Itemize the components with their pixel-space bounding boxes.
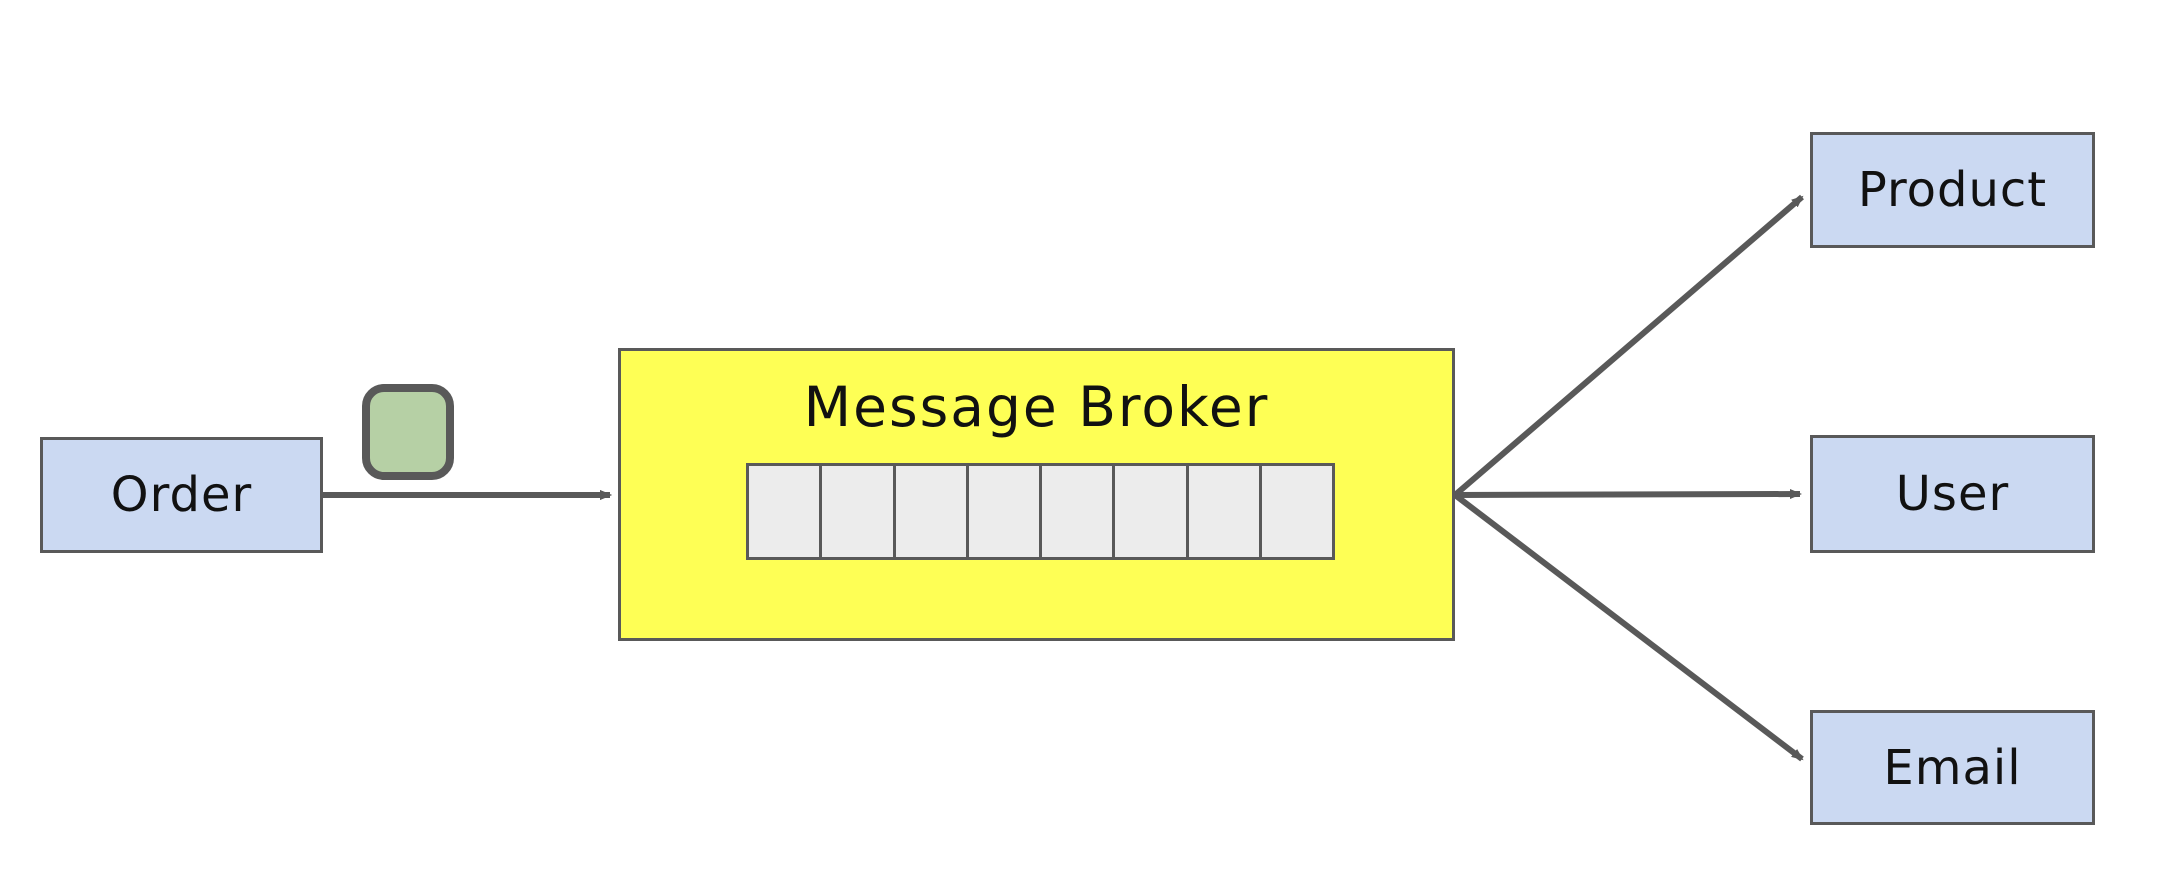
node-product: Product — [1810, 132, 2095, 248]
node-email-label: Email — [1883, 739, 2022, 796]
message-broker-label: Message Broker — [803, 375, 1270, 439]
queue-slot — [1188, 466, 1259, 557]
queue-slot — [822, 466, 893, 557]
queue-slot — [1042, 466, 1113, 557]
node-order-label: Order — [110, 467, 253, 523]
queue-slot — [749, 466, 820, 557]
arrow-broker-to-product — [1453, 194, 1804, 498]
node-email: Email — [1810, 710, 2095, 825]
queue-slot — [968, 466, 1039, 557]
queue-slot — [895, 466, 966, 557]
message-queue — [746, 463, 1335, 560]
node-product-label: Product — [1857, 162, 2048, 218]
arrow-broker-to-email — [1453, 492, 1804, 762]
arrow-broker-to-user — [1454, 489, 1802, 500]
node-user: User — [1810, 435, 2095, 553]
node-user-label: User — [1895, 466, 2010, 522]
queue-slot — [1115, 466, 1186, 557]
queue-slot — [1261, 466, 1332, 557]
node-order: Order — [40, 437, 323, 553]
message-token-icon — [362, 384, 454, 480]
node-message-broker: Message Broker — [618, 348, 1455, 641]
